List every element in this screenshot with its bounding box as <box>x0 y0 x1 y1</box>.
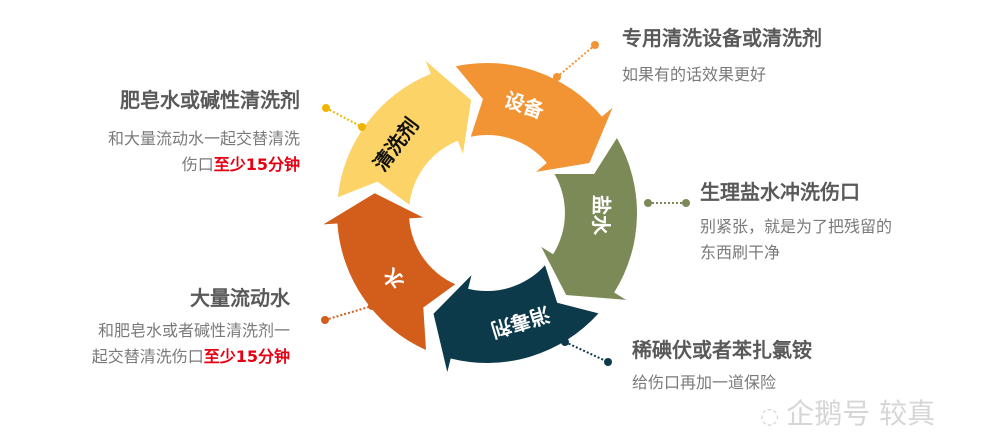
leader-dot <box>682 199 690 207</box>
leader-dot <box>358 123 366 131</box>
cleanser-arrow-segment <box>337 60 472 205</box>
leader-dot <box>322 104 330 112</box>
soap-desc-prefix: 伤口 <box>181 155 214 174</box>
saline-segment-label: 盐水 <box>589 195 614 236</box>
soap-desc-line1: 和大量流动水一起交替清洗 <box>107 129 300 148</box>
leader-dot <box>591 41 599 49</box>
saline-desc-line2: 东西刷干净 <box>700 243 781 262</box>
soap-title: 肥皂水或碱性清洗剂 <box>120 88 300 112</box>
soap-duration-highlight: 至少15分钟 <box>213 155 300 174</box>
leader-dot <box>561 338 569 346</box>
disinfectant-arrow-segment <box>433 265 599 373</box>
disinfect-desc: 给伤口再加一道保险 <box>632 373 777 392</box>
soap-desc-line2: 伤口至少15分钟 <box>108 152 300 178</box>
water-desc-prefix: 起交替清洗伤口 <box>91 347 204 366</box>
equipment-arrow-segment <box>455 63 613 172</box>
leader-line <box>324 305 373 321</box>
leader-lines <box>321 41 690 366</box>
leader-line <box>325 107 363 128</box>
equipment-title: 专用清洗设备或清洗剂 <box>622 26 822 50</box>
saline-arrow-segment <box>541 138 637 300</box>
water-desc-line1: 和肥皂水或者碱性清洗剂一 <box>97 321 290 340</box>
leader-dot <box>604 358 612 366</box>
water-title: 大量流动水 <box>190 286 290 310</box>
water-desc-line2: 起交替清洗伤口至少15分钟 <box>92 344 290 370</box>
penguin-logo-icon: ◌ <box>760 404 787 429</box>
disinfect-title: 稀碘伏或者苯扎氯铵 <box>632 338 812 362</box>
saline-desc-line1: 别紧张，就是为了把残留的 <box>700 217 893 236</box>
water-desc: 和肥皂水或者碱性清洗剂一 起交替清洗伤口至少15分钟 <box>92 318 290 370</box>
soap-desc: 和大量流动水一起交替清洗 伤口至少15分钟 <box>108 126 300 178</box>
leader-line <box>556 44 596 78</box>
leader-dot <box>553 73 561 81</box>
leader-line <box>564 341 609 363</box>
saline-desc: 别紧张，就是为了把残留的 东西刷干净 <box>700 214 892 266</box>
water-arrow-segment <box>323 193 456 350</box>
leader-dot <box>644 199 652 207</box>
leader-dot <box>368 302 376 310</box>
water-duration-highlight: 至少15分钟 <box>203 347 290 366</box>
leader-dot <box>321 316 329 324</box>
watermark-text: 企鹅号 较真 <box>786 397 936 430</box>
saline-title: 生理盐水冲洗伤口 <box>700 180 860 204</box>
watermark: ◌ 企鹅号 较真 <box>760 392 935 432</box>
equipment-desc: 如果有的话效果更好 <box>622 65 767 84</box>
